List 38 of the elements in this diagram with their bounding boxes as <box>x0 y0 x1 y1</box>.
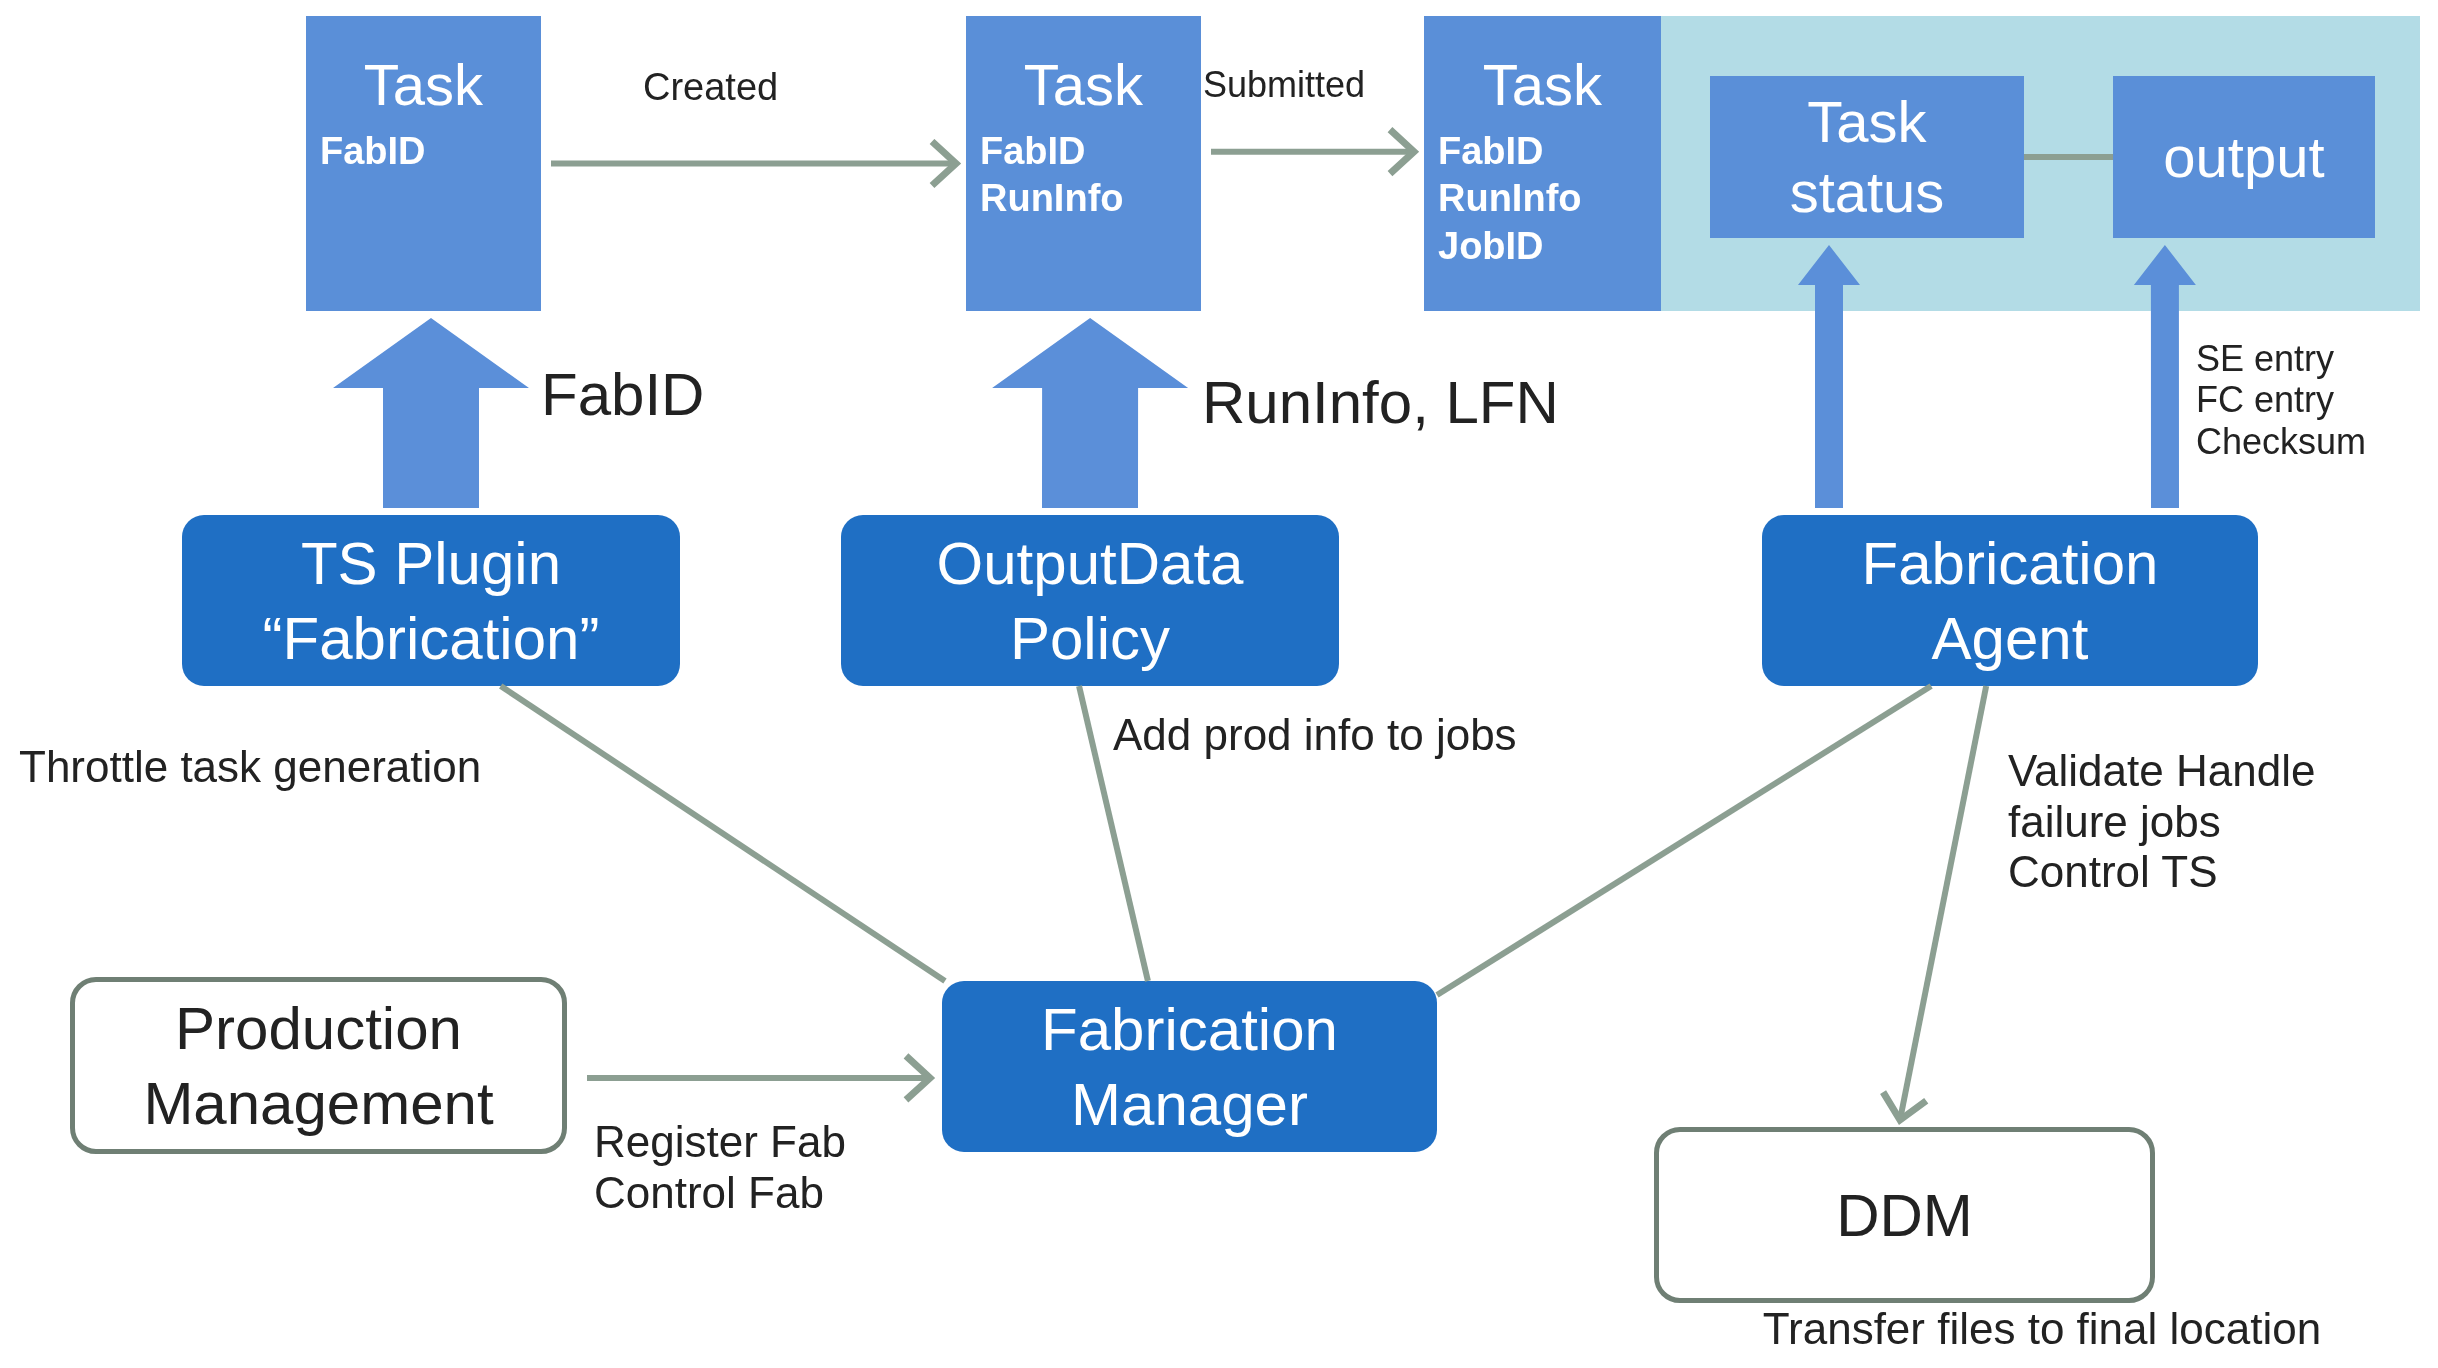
connector-line <box>1435 683 1933 998</box>
node-detail: FabID RunInfo <box>980 128 1125 222</box>
task-box <box>306 16 541 311</box>
process-box <box>841 515 1339 686</box>
connector-line <box>499 683 947 984</box>
task-box <box>966 16 1201 311</box>
process-box <box>942 981 1437 1152</box>
node-title: Production Management <box>142 993 495 1139</box>
output-box <box>2113 76 2375 238</box>
process-box <box>182 515 680 686</box>
arrow <box>551 138 960 189</box>
block-arrow <box>1798 245 1860 508</box>
arrow <box>1879 685 1990 1124</box>
node-title: Task status <box>1788 88 1946 226</box>
node-title: DDM <box>1836 1180 1973 1251</box>
node-title: Fabrication Manager <box>1040 994 1339 1140</box>
connector-line <box>2024 154 2113 160</box>
node-title: TS Plugin “Fabrication” <box>261 528 601 674</box>
process-box <box>1762 515 2258 686</box>
status-box <box>1710 76 2024 238</box>
block-arrow <box>2133 245 2196 508</box>
arrow <box>587 1052 934 1104</box>
node-detail: FabID RunInfo JobID <box>1438 128 1583 269</box>
node-title: Task <box>1023 51 1144 119</box>
output-band <box>1661 16 2420 311</box>
block-arrow <box>992 318 1189 508</box>
arrow <box>1211 126 1418 178</box>
node-title: output <box>2163 123 2325 192</box>
connector-line <box>1076 685 1151 982</box>
storage-box <box>1654 1127 2155 1303</box>
task-box <box>1424 16 1661 311</box>
node-detail: FabID <box>320 128 426 174</box>
node-title: Task <box>363 51 484 119</box>
node-title: Task <box>1482 51 1603 119</box>
node-title: OutputData Policy <box>935 528 1245 674</box>
node-title: Fabrication Agent <box>1860 528 2160 674</box>
actor-box <box>70 977 567 1154</box>
block-arrow <box>333 318 529 508</box>
